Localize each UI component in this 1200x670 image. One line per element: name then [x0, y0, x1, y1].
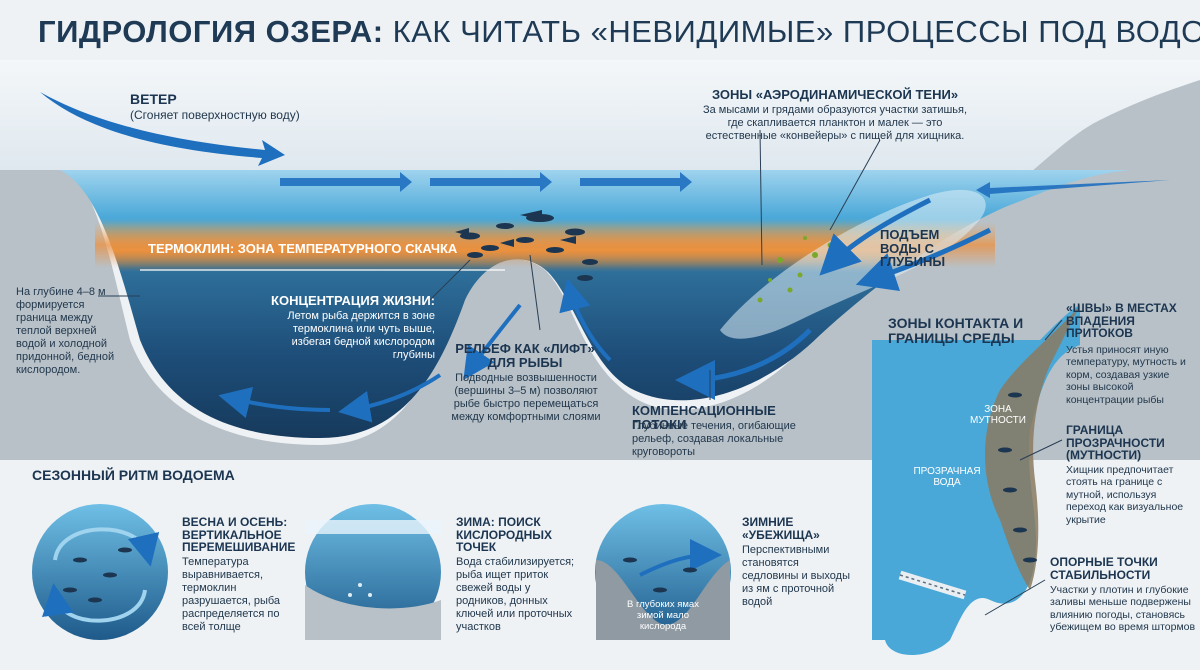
wind-sub: (Сгоняет поверхностную воду) — [130, 108, 300, 122]
leader-lines — [98, 129, 881, 400]
seams-body: Устья приносят иную температуру, мутност… — [1066, 344, 1186, 406]
upwelling-heading: ПОДЪЕМ ВОДЫ С ГЛУБИНЫ — [880, 227, 946, 270]
season-3-heading: ЗИМНИЕ «УБЕЖИЩА» — [742, 515, 820, 542]
life-heading: КОНЦЕНТРАЦИЯ ЖИЗНИ: — [271, 293, 435, 308]
deep-arrow-1 — [559, 278, 612, 362]
wind-arrow — [40, 92, 285, 166]
season-1-body: Температура выравнивается, термоклин раз… — [182, 556, 281, 633]
surface-current-arrows — [280, 172, 1170, 198]
thermocline-label: ТЕРМОКЛИН: ЗОНА ТЕМПЕРАТУРНОГО СКАЧКА — [148, 241, 458, 256]
contact-map — [872, 305, 1080, 655]
season-3-body: Перспективными становятся седловины и вы… — [742, 544, 851, 608]
map-leader-lines — [984, 319, 1063, 616]
deep-arrow-2 — [338, 373, 442, 423]
page-title: ГИДРОЛОГИЯ ОЗЕРА: КАК ЧИТАТЬ «НЕВИДИМЫЕ»… — [38, 14, 1200, 50]
support-heading: ОПОРНЫЕ ТОЧКИ СТАБИЛЬНОСТИ — [1050, 555, 1158, 582]
border-body: Хищник предпочитает стоять на границе с … — [1066, 464, 1184, 526]
shadow-body: За мысами и грядами образуются участки з… — [702, 104, 968, 142]
season-1-heading: ВЕСНА И ОСЕНЬ: ВЕРТИКАЛЬНОЕ ПЕРЕМЕШИВАНИ… — [182, 515, 296, 555]
sky-area — [0, 60, 1200, 170]
season-2-heading: ЗИМА: ПОИСК КИСЛОРОДНЫХ ТОЧЕК — [456, 515, 553, 555]
season-3-inner: В глубоких ямах зимой мало кислорода — [627, 599, 699, 632]
relief-body: Подводные возвышенности (вершины 3–5 м) … — [451, 372, 601, 423]
page-title-bold: ГИДРОЛОГИЯ ОЗЕРА: — [38, 14, 384, 49]
season-circle-refuge — [595, 504, 731, 640]
compensation-heading: КОМПЕНСАЦИОННЫЕ ПОТОКИ — [632, 403, 776, 432]
shadow-heading: ЗОНЫ «АЭРОДИНАМИЧЕСКОЙ ТЕНИ» — [711, 87, 959, 102]
contact-heading: ЗОНЫ КОНТАКТА И ГРАНИЦЫ СРЕДЫ — [888, 315, 1024, 346]
deep-arrow-4 — [463, 303, 522, 380]
seasons-heading: СЕЗОННЫЙ РИТМ ВОДОЕМА — [32, 467, 235, 483]
life-body: Летом рыба держится в зоне термоклина ил… — [287, 310, 435, 361]
season-circle-spring — [32, 504, 168, 640]
turbid-label: ЗОНА МУТНОСТИ — [970, 404, 1026, 426]
season-circle-winter — [305, 504, 441, 640]
clear-label: ПРОЗРАЧНАЯ ВОДА — [913, 466, 981, 488]
compensation-arrow — [675, 328, 812, 400]
season-2-body: Вода стабилизируется; рыба ищет приток с… — [456, 556, 575, 633]
page-title-rest: КАК ЧИТАТЬ «НЕВИДИМЫЕ» ПРОЦЕССЫ ПОД ВОДО… — [392, 14, 1200, 49]
compensation-body: Глубинные течения, огибающие рельеф, соз… — [632, 420, 796, 458]
wind-heading: ВЕТЕР — [130, 91, 177, 107]
depth-note: На глубине 4–8 м формируется граница меж… — [16, 286, 115, 376]
seams-heading: «ШВЫ» В МЕСТАХ ВПАДЕНИЯ ПРИТОКОВ — [1066, 301, 1177, 341]
support-body: Участки у плотин и глубокие заливы меньш… — [1050, 584, 1196, 634]
deep-arrow-3 — [218, 386, 331, 419]
relief-heading: РЕЛЬЕФ КАК «ЛИФТ» ДЛЯ РЫБЫ — [455, 341, 595, 370]
upwelling-arrow-1 — [819, 197, 932, 276]
fish-school — [455, 210, 598, 281]
border-heading: ГРАНИЦА ПРОЗРАЧНОСТИ (МУТНОСТИ) — [1066, 423, 1165, 463]
upwelling-arrow-2 — [855, 227, 992, 292]
